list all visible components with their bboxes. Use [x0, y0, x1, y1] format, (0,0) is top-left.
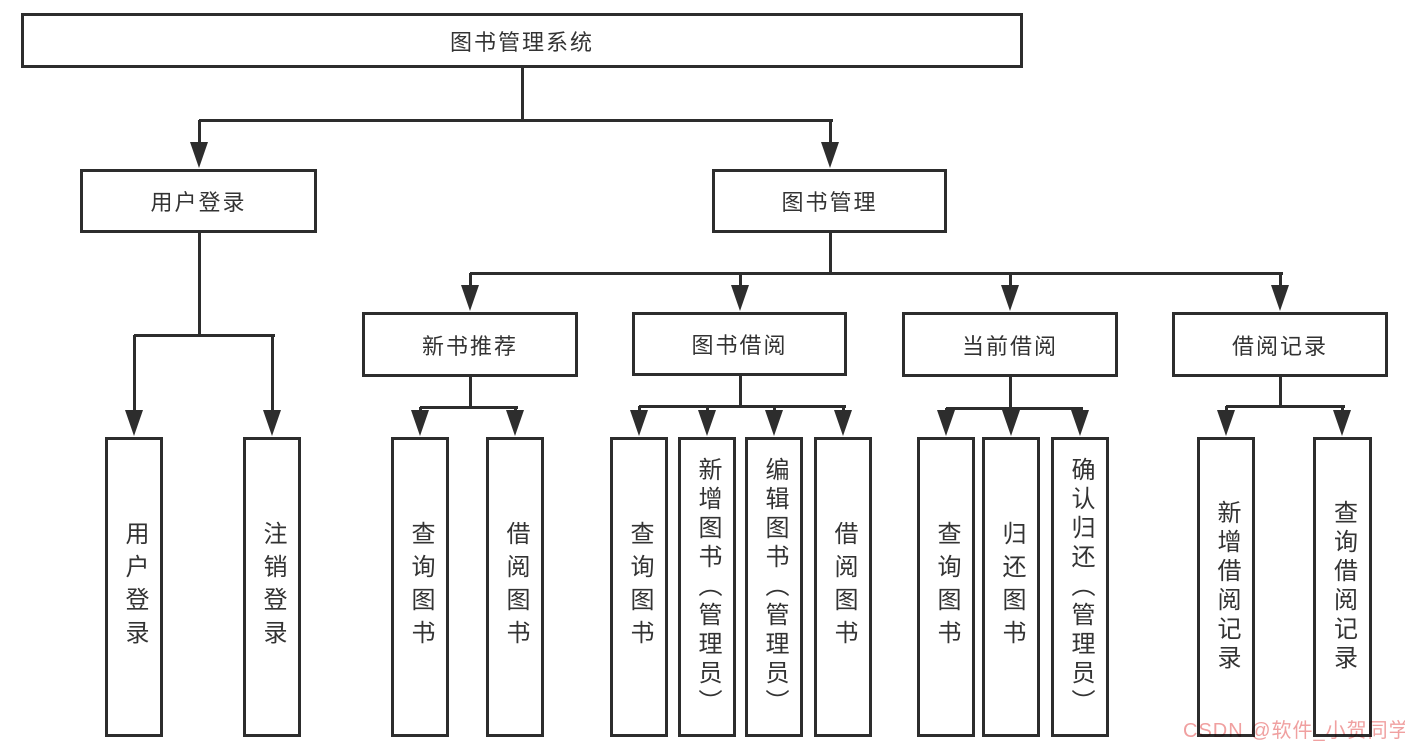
connector-line [198, 233, 201, 337]
csdn-watermark: CSDN @软件_小贺同学 [1183, 720, 1405, 742]
node-leaf-edit-book: 编辑图书（管理员） [745, 437, 803, 737]
node-label: 借阅图书 [830, 521, 857, 653]
connector-line [199, 119, 833, 122]
node-label: 图书借阅 [691, 333, 788, 358]
node-leaf-borrow-book-1: 借阅图书 [486, 437, 544, 737]
arrowhead-down-icon [190, 142, 208, 168]
node-leaf-add-borrow-record: 新增借阅记录 [1197, 437, 1255, 737]
connector-line [829, 233, 832, 275]
connector-line [133, 335, 136, 418]
node-label: 用户登录 [150, 190, 247, 215]
arrowhead-down-icon [506, 410, 524, 436]
node-leaf-logout: 注销登录 [243, 437, 301, 737]
node-label: 查询图书 [626, 521, 653, 653]
connector-line [1279, 273, 1282, 294]
connector-line [946, 407, 1083, 410]
arrowhead-down-icon [125, 410, 143, 436]
arrowhead-down-icon [821, 142, 839, 168]
node-new-book-recommend: 新书推荐 [362, 312, 578, 377]
arrowhead-down-icon [937, 410, 955, 436]
connector-line [470, 272, 1283, 275]
arrowhead-down-icon [1071, 410, 1089, 436]
node-label: 新书推荐 [421, 333, 518, 359]
node-label: 查询图书 [933, 521, 960, 653]
arrowhead-down-icon [1002, 410, 1020, 436]
node-label: 注销登录 [259, 521, 286, 653]
node-leaf-confirm-return: 确认归还（管理员） [1051, 437, 1109, 737]
arrowhead-down-icon [1271, 285, 1289, 311]
connector-line [739, 376, 742, 408]
node-leaf-query-book-3: 查询图书 [917, 437, 975, 737]
node-label: 用户登录 [121, 521, 148, 653]
node-borrowing-records: 借阅记录 [1172, 312, 1388, 377]
connector-line [134, 334, 275, 337]
node-book-borrowing: 图书借阅 [632, 312, 847, 376]
node-label: 编辑图书（管理员） [761, 456, 788, 718]
node-label: 查询图书 [407, 521, 434, 653]
arrowhead-down-icon [1001, 285, 1019, 311]
node-label: 新增借阅记录 [1213, 500, 1240, 674]
node-leaf-user-login: 用户登录 [105, 437, 163, 737]
arrowhead-down-icon [834, 410, 852, 436]
node-user-login: 用户登录 [80, 169, 317, 233]
node-current-borrowing: 当前借阅 [902, 312, 1118, 377]
node-label: 确认归还（管理员） [1067, 456, 1094, 718]
node-label: 图书管理系统 [449, 29, 594, 55]
node-leaf-query-borrow-record: 查询借阅记录 [1313, 437, 1372, 737]
connector-line [739, 273, 742, 294]
arrowhead-down-icon [263, 410, 281, 436]
connector-line [271, 335, 274, 418]
arrowhead-down-icon [698, 410, 716, 436]
node-leaf-return-book: 归还图书 [982, 437, 1040, 737]
arrowhead-down-icon [630, 410, 648, 436]
node-leaf-add-book: 新增图书（管理员） [678, 437, 736, 737]
connector-line [521, 68, 524, 122]
arrowhead-down-icon [1333, 410, 1351, 436]
arrowhead-down-icon [765, 410, 783, 436]
connector-line [469, 377, 472, 409]
node-label: 新增图书（管理员） [694, 456, 721, 718]
connector-line [198, 120, 201, 152]
connector-line [1279, 377, 1282, 408]
node-root: 图书管理系统 [21, 13, 1023, 68]
connector-line [1009, 273, 1012, 294]
connector-line [1009, 377, 1012, 410]
arrowhead-down-icon [1217, 410, 1235, 436]
node-label: 归还图书 [998, 521, 1025, 653]
arrowhead-down-icon [461, 285, 479, 311]
node-label: 借阅图书 [502, 521, 529, 653]
connector-line [420, 406, 518, 409]
connector-line [1226, 405, 1345, 408]
node-label: 图书管理 [781, 190, 878, 215]
node-leaf-borrow-book-2: 借阅图书 [814, 437, 872, 737]
node-leaf-query-book-1: 查询图书 [391, 437, 449, 737]
node-leaf-query-book-2: 查询图书 [610, 437, 668, 737]
arrowhead-down-icon [411, 410, 429, 436]
node-book-management: 图书管理 [712, 169, 947, 233]
connector-line [639, 405, 846, 408]
node-label: 查询借阅记录 [1329, 500, 1357, 674]
arrowhead-down-icon [731, 285, 749, 311]
node-label: 借阅记录 [1231, 333, 1328, 359]
connector-line [829, 120, 832, 152]
connector-line [469, 273, 472, 294]
node-label: 当前借阅 [961, 333, 1058, 359]
